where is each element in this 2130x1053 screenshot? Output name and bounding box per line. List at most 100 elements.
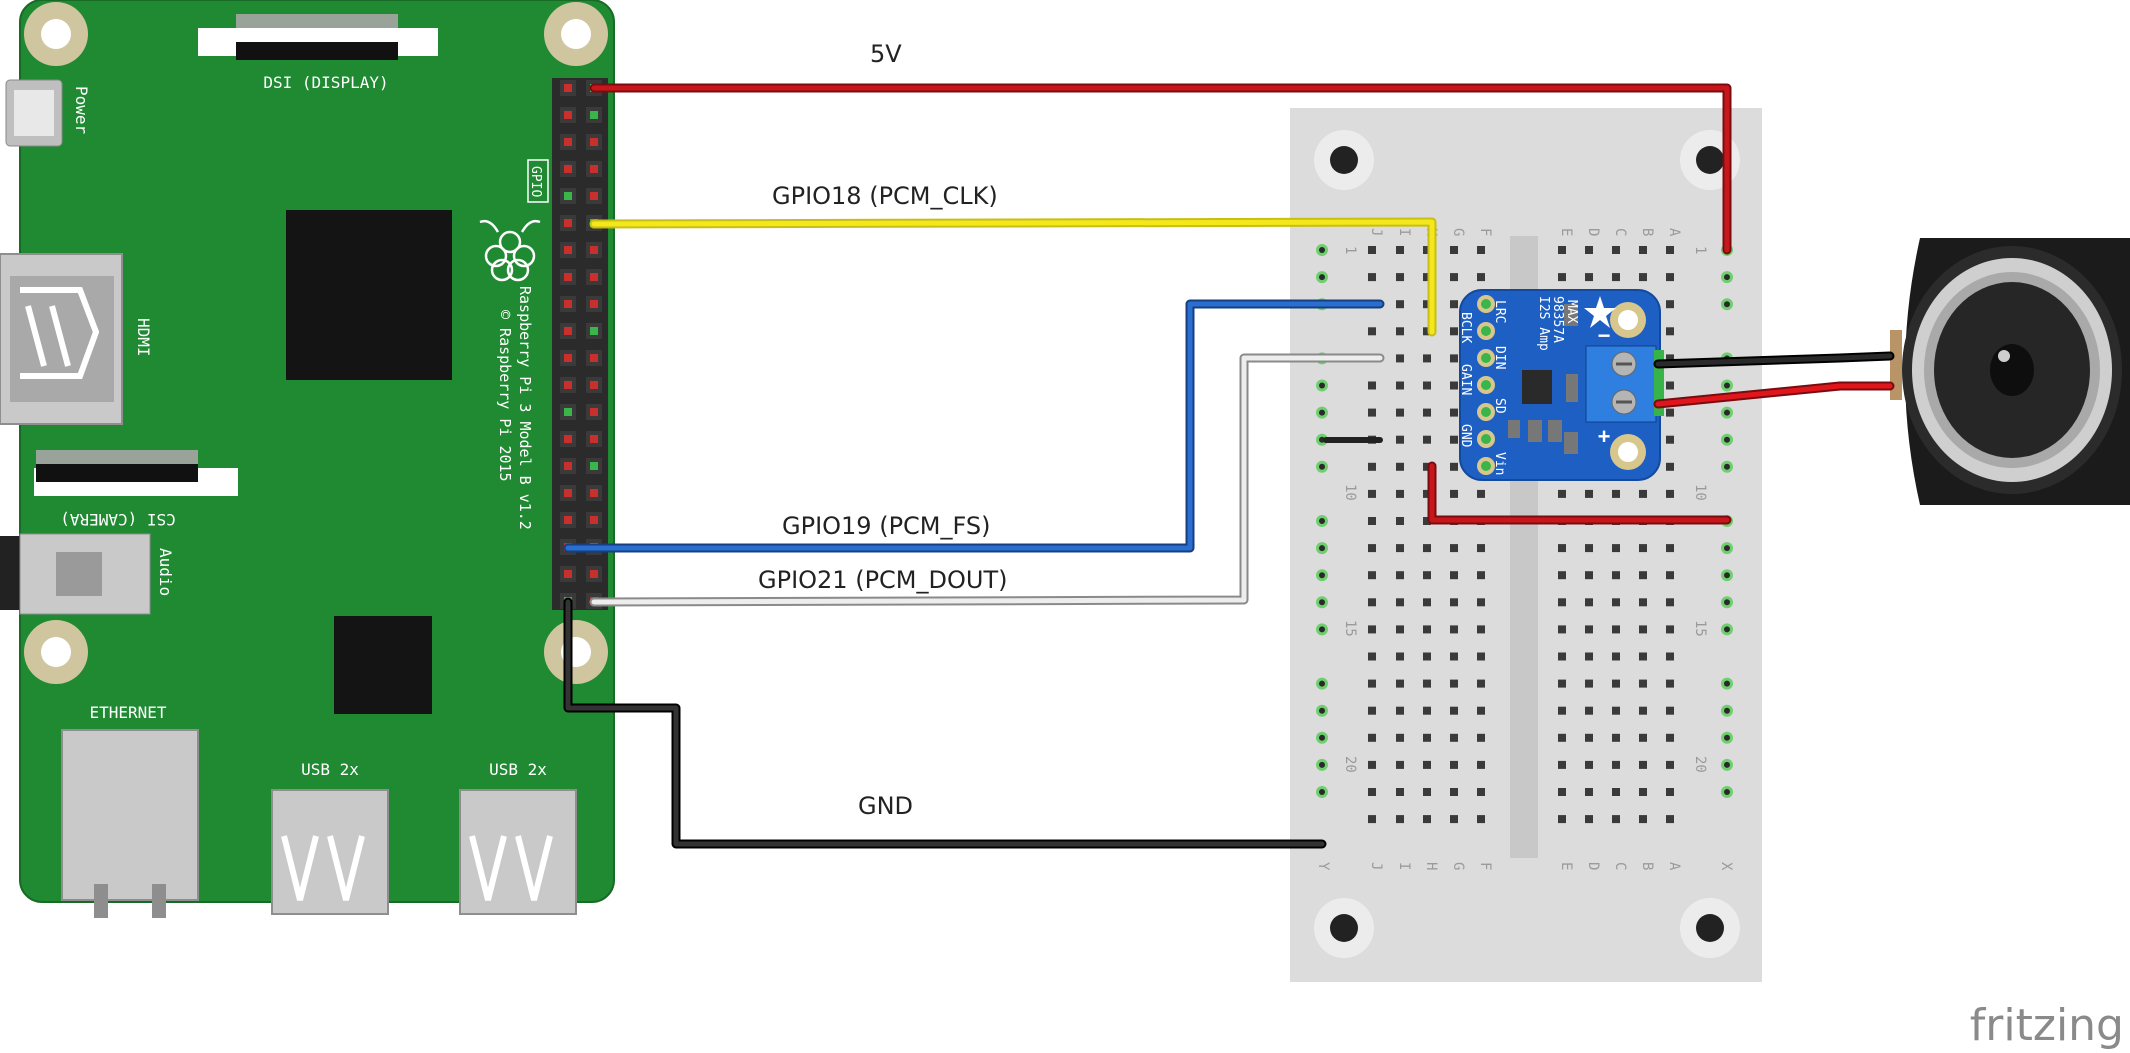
amp-title-3: I2S Amp [1536, 296, 1551, 351]
label-gnd: GND [858, 792, 913, 820]
breadboard-hole [1368, 408, 1376, 417]
gpio-pin [586, 458, 602, 474]
row-letter-e-bottom: E [1558, 862, 1574, 870]
breadboard-hole [1450, 652, 1458, 661]
breadboard-hole [1585, 706, 1593, 715]
gpio-pin [586, 188, 602, 204]
power-connector [5, 79, 63, 147]
breadboard-hole [1558, 760, 1566, 769]
hdmi-label: HDMI [134, 318, 153, 357]
breadboard-hole [1450, 815, 1458, 824]
gpio-pin [586, 107, 602, 123]
rail-hole [1721, 731, 1733, 744]
breadboard-hole [1585, 625, 1593, 634]
breadboard-hole [1423, 788, 1431, 796]
breadboard-hole [1423, 489, 1431, 498]
amp-pin-lrc: LRC [1492, 300, 1507, 323]
gpio-pin [560, 215, 576, 231]
amp-pin-sd: SD [1492, 398, 1507, 414]
breadboard-hole [1368, 788, 1376, 796]
gpio-pin [560, 269, 576, 285]
breadboard-hole [1477, 246, 1485, 254]
row-letter-b: B [1639, 228, 1655, 236]
mounting-hole [544, 620, 608, 684]
gpio-pin [560, 323, 576, 339]
col-number-10: 10 [1342, 484, 1358, 501]
rail-hole [1316, 596, 1328, 609]
breadboard-hole [1396, 544, 1404, 553]
amp-title-1: MAX [1564, 300, 1579, 324]
rail-hole [1316, 677, 1328, 690]
breadboard-hole [1666, 598, 1674, 607]
breadboard-hole [1666, 544, 1674, 553]
amp-header-pin [1477, 430, 1495, 448]
breadboard-hole [1666, 354, 1674, 363]
adafruit-logo [1584, 296, 1616, 328]
breadboard-hole [1477, 598, 1485, 607]
usb-port-1 [271, 789, 389, 915]
breadboard-hole [1558, 788, 1566, 796]
breadboard-hole [1558, 571, 1566, 580]
breadboard-hole [1612, 489, 1620, 498]
breadboard-hole [1450, 300, 1458, 309]
amp-minus-label: − [1598, 323, 1611, 348]
gpio-pin [560, 458, 576, 474]
row-letter-i-bottom: I [1396, 862, 1412, 870]
rail-hole [1316, 569, 1328, 582]
breadboard-hole [1368, 246, 1376, 254]
row-letter-e: E [1558, 228, 1574, 236]
breadboard-hole [1612, 788, 1620, 796]
breadboard-hole [1450, 489, 1458, 498]
breadboard: J I H G F E D C B A 1 1 10 10 15 15 20 2… [1290, 108, 1762, 982]
gpio-pin [586, 242, 602, 258]
gpio-pin [560, 80, 576, 96]
breadboard-hole [1368, 815, 1376, 824]
gpio-pin [560, 107, 576, 123]
breadboard-hole [1612, 679, 1620, 688]
row-letter-j: J [1368, 228, 1384, 236]
mounting-hole [1314, 898, 1374, 958]
breadboard-hole [1558, 246, 1566, 254]
breadboard-hole [1450, 760, 1458, 769]
amp-title-2: 98357A [1550, 296, 1565, 343]
row-letter-c: C [1612, 228, 1628, 236]
gpio-pin [560, 161, 576, 177]
breadboard-hole [1639, 246, 1647, 254]
rail-hole [1316, 623, 1328, 636]
cpu-chip [286, 210, 452, 380]
breadboard-hole [1558, 489, 1566, 498]
breadboard-hole [1450, 273, 1458, 282]
amp-plus-label: + [1598, 424, 1611, 449]
gpio-pin [560, 188, 576, 204]
rail-hole [1316, 758, 1328, 771]
row-letter-a: A [1666, 228, 1682, 237]
breadboard-hole [1477, 273, 1485, 282]
rail-hole [1721, 542, 1733, 555]
breadboard-hole [1368, 760, 1376, 769]
row-letter-g: G [1450, 228, 1466, 236]
breadboard-hole [1585, 544, 1593, 553]
amp-components [1508, 304, 1578, 454]
raspberry-pi-board: DSI (DISPLAY) Power HDMI CSI (CAMERA) [0, 0, 615, 918]
rail-hole [1316, 460, 1328, 473]
breadboard-hole [1585, 760, 1593, 769]
gpio-pin [560, 566, 576, 582]
breadboard-hole [1666, 273, 1674, 282]
rail-hole [1721, 677, 1733, 690]
breadboard-hole [1396, 246, 1404, 254]
breadboard-hole [1612, 652, 1620, 661]
breadboard-hole [1368, 625, 1376, 634]
breadboard-hole [1666, 462, 1674, 471]
breadboard-hole [1396, 408, 1404, 417]
breadboard-hole [1450, 544, 1458, 553]
breadboard-hole [1368, 652, 1376, 661]
gpio-pin [586, 323, 602, 339]
mounting-hole [24, 2, 88, 66]
breadboard-hole [1585, 571, 1593, 580]
breadboard-hole [1423, 327, 1431, 336]
breadboard-hole [1585, 788, 1593, 796]
gpio-pin [560, 512, 576, 528]
breadboard-hole [1639, 625, 1647, 634]
breadboard-hole [1666, 706, 1674, 715]
breadboard-hole [1450, 462, 1458, 471]
